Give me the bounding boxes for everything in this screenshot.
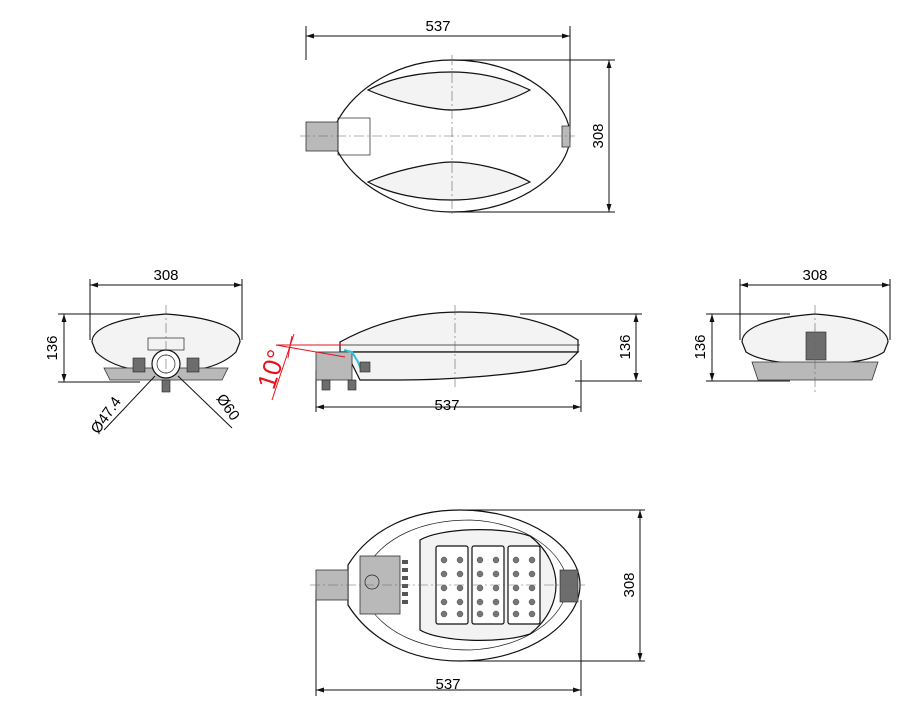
tilt-angle-label: 10° — [251, 346, 292, 393]
side-view-length-label: 537 — [434, 397, 459, 414]
bottom-view-width-label: 308 — [621, 572, 638, 597]
spigot-diameter-label: Ø47.4 — [88, 394, 125, 437]
left-view-height-label: 136 — [44, 335, 61, 360]
right-view-width-label: 308 — [802, 267, 827, 284]
bottom-view: 537 308 — [310, 509, 645, 696]
right-view-height-label: 136 — [692, 334, 709, 359]
left-end-view: 308 136 Ø47.4 Ø60 — [44, 267, 243, 437]
top-view-width-label: 308 — [590, 123, 607, 148]
side-view-height-label: 136 — [617, 334, 634, 359]
right-end-view: 308 136 — [692, 267, 891, 392]
side-view: 537 136 10° — [251, 305, 642, 414]
top-view: 537 308 — [300, 18, 615, 217]
top-view-length-label: 537 — [425, 18, 450, 35]
outer-diameter-label: Ø60 — [213, 391, 243, 424]
bottom-view-length-label: 537 — [435, 676, 460, 693]
left-view-width-label: 308 — [153, 267, 178, 284]
